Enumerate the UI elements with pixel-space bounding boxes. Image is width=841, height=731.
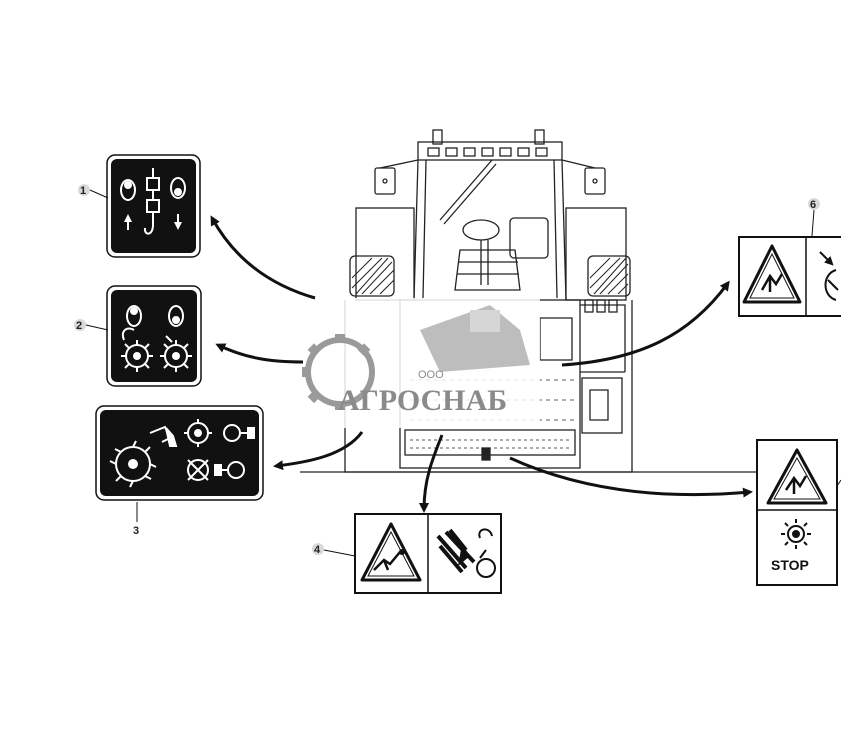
decal-4-entanglement-warning [354, 513, 502, 594]
warning-triangle-icon [742, 244, 802, 304]
lever-up-icon [120, 179, 136, 230]
decal-1-lift-controls [106, 154, 201, 258]
arrow-to-decal-3 [273, 431, 364, 471]
warning-triangle-icon [360, 522, 422, 582]
watermark-company-prefix: ООО [418, 369, 444, 381]
gear-engaged-icon [184, 419, 212, 447]
watermark-company-name: АГРОСНАБ [338, 384, 507, 417]
switch-off-icon [214, 461, 245, 479]
callout-6: 6 [808, 198, 820, 237]
warning-triangle-icon [766, 448, 828, 505]
machine-front-view [300, 129, 780, 473]
svg-text:2: 2 [76, 320, 82, 332]
reel-rotate-icon [121, 327, 192, 372]
callout-4: 4 [312, 543, 356, 557]
rotating-part-icon [819, 251, 839, 301]
decal-3-drive-controls [95, 405, 264, 501]
callout-2: 2 [74, 319, 109, 332]
svg-text:1: 1 [80, 185, 86, 197]
stop-label: STOP [771, 557, 809, 573]
arrow-to-decal-1 [210, 215, 316, 300]
hook-chain-icon [143, 168, 160, 235]
agrosnab-watermark: ООО АГРОСНАБ [300, 298, 540, 428]
leader-arrows [210, 215, 753, 513]
rotating-gear-icon [781, 519, 811, 549]
arrow-to-decal-6 [561, 280, 730, 367]
arrow-to-decal-4 [419, 434, 444, 513]
decal-2-reel-controls [106, 285, 202, 387]
decal-5-stop-warning: STOP [756, 439, 841, 586]
switch-on-icon [223, 424, 255, 442]
saw-blade-icon [109, 440, 157, 488]
lever-down-icon [170, 177, 186, 226]
arrow-to-decal-5 [509, 456, 753, 498]
gear-disengaged-icon [187, 459, 209, 481]
decal-6-rotating-parts-warning [738, 236, 841, 317]
svg-text:6: 6 [810, 199, 816, 211]
callout-3: 3 [133, 502, 139, 537]
arrow-to-decal-2 [215, 343, 304, 364]
hand-in-rollers-icon [436, 528, 496, 578]
combine-logo-icon [420, 305, 530, 372]
hand-icon [149, 425, 178, 447]
callout-1: 1 [78, 184, 109, 199]
svg-text:3: 3 [133, 525, 139, 537]
svg-text:4: 4 [314, 544, 321, 556]
lever-icon [126, 305, 184, 327]
